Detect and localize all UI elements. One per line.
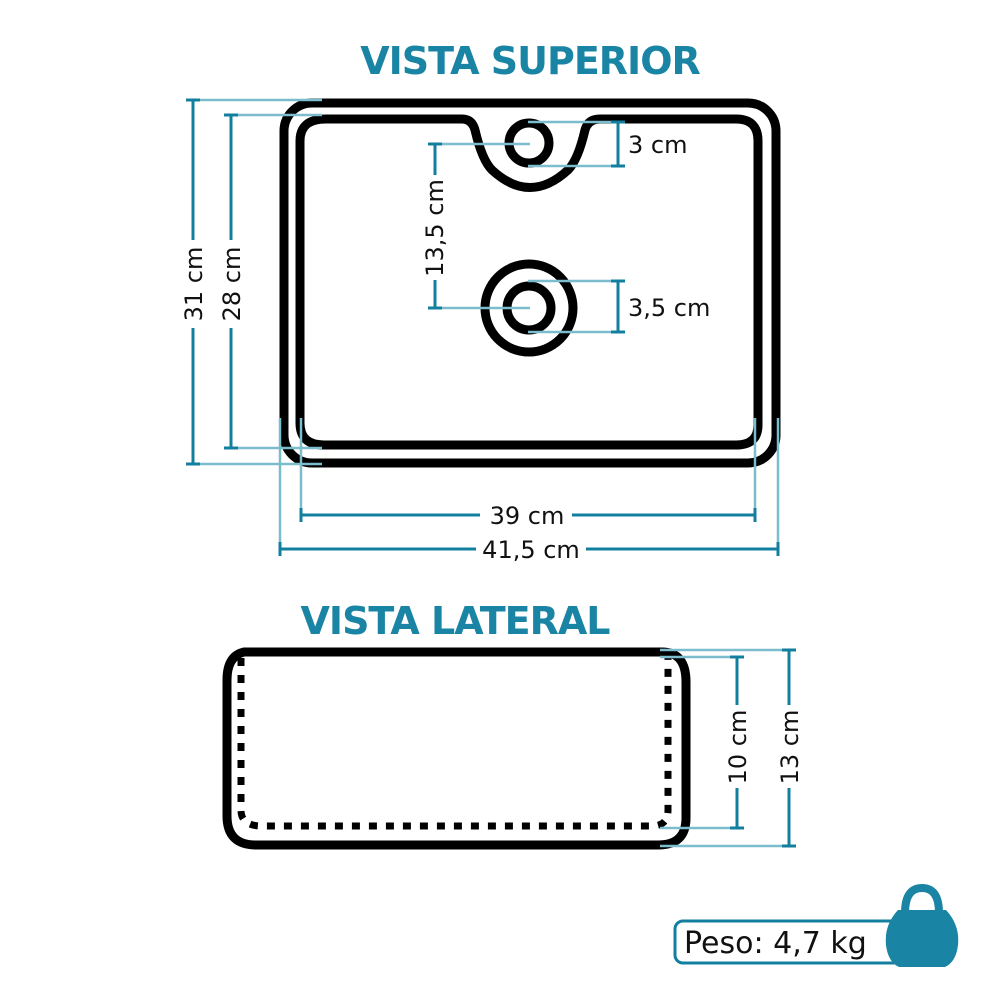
dimension-hole-spacing: 13,5 cm bbox=[421, 142, 449, 310]
dimension-outer-side-height: 13 cm bbox=[776, 648, 804, 848]
faucet-hole-label: 3 cm bbox=[628, 131, 687, 159]
outer-width-label: 41,5 cm bbox=[482, 536, 580, 564]
sink-side-outline bbox=[222, 647, 691, 850]
top-view-extension-lines bbox=[188, 98, 780, 552]
side-view-drawing bbox=[222, 647, 691, 850]
dimension-inner-width: 39 cm bbox=[299, 502, 757, 530]
kettlebell-weight-icon bbox=[885, 883, 959, 967]
hole-spacing-label: 13,5 cm bbox=[421, 179, 449, 277]
basin-depth-dotted-outline bbox=[237, 658, 672, 830]
inner-depth-label: 10 cm bbox=[724, 710, 752, 785]
dimension-drain-hole: 3,5 cm bbox=[611, 279, 710, 334]
weight-badge: Peso: 4,7 kg bbox=[673, 883, 959, 967]
dimension-outer-height: 31 cm bbox=[180, 98, 208, 466]
outer-side-height-label: 13 cm bbox=[776, 710, 804, 785]
dimension-inner-depth: 10 cm bbox=[724, 655, 752, 830]
top-view-drawing bbox=[279, 98, 781, 468]
dimension-faucet-hole: 3 cm bbox=[611, 120, 687, 168]
inner-width-label: 39 cm bbox=[490, 502, 565, 530]
sink-outer-outline bbox=[279, 98, 781, 468]
side-view-title: VISTA LATERAL bbox=[301, 599, 611, 643]
top-view-title: VISTA SUPERIOR bbox=[360, 39, 700, 83]
dimension-inner-height: 28 cm bbox=[218, 113, 246, 450]
dimension-outer-width: 41,5 cm bbox=[278, 536, 780, 564]
weight-label: Peso: 4,7 kg bbox=[684, 926, 867, 961]
drain-hole-label: 3,5 cm bbox=[628, 294, 710, 322]
side-view-extension-lines bbox=[660, 648, 795, 848]
inner-height-label: 28 cm bbox=[218, 247, 246, 322]
outer-height-label: 31 cm bbox=[180, 247, 208, 322]
